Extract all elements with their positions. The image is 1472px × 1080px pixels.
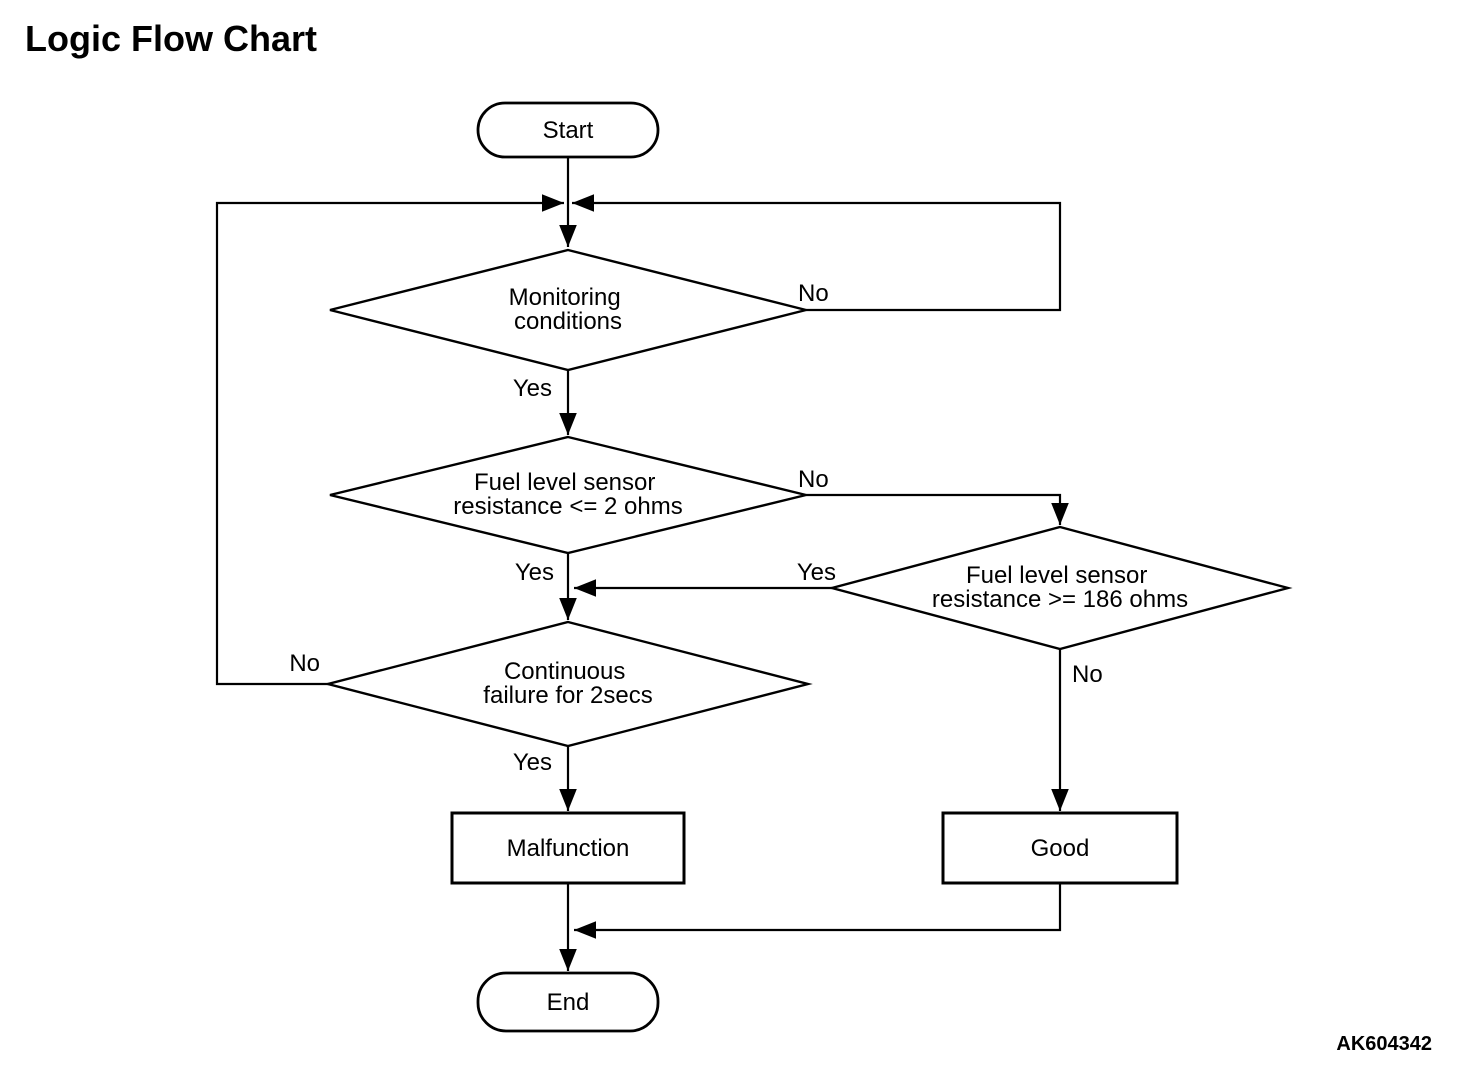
fuel-high-label: Fuel level sensor resistance >= 186 ohms <box>932 562 1188 613</box>
edge-label-fuel-low-yes: Yes <box>515 559 554 586</box>
page-title: Logic Flow Chart <box>25 18 317 59</box>
malfunction-label: Malfunction <box>507 835 630 862</box>
fuel-low-label: Fuel level sensor resistance <= 2 ohms <box>453 469 682 520</box>
good-label: Good <box>1031 835 1090 862</box>
decision-fuel-level-low-resistance: Fuel level sensor resistance <= 2 ohms <box>329 435 807 555</box>
figure-code: AK604342 <box>1336 1033 1432 1055</box>
edge-label-fuel-low-no: No <box>798 466 829 493</box>
process-good: Good <box>941 811 1179 885</box>
malfunction-box-shape <box>450 811 686 885</box>
end-node: End <box>476 971 660 1033</box>
start-node: Start <box>476 101 660 159</box>
edge-label-monitoring-no: No <box>798 280 829 307</box>
monitoring-diamond-shape <box>329 248 807 372</box>
edge-continuous-no-loop <box>215 194 564 686</box>
edge-monitoring-no <box>572 194 1062 312</box>
fuel-high-diamond-shape <box>827 525 1293 651</box>
edge-good-to-end <box>574 883 1062 939</box>
edge-label-continuous-no: No <box>289 650 320 677</box>
end-shape <box>476 971 660 1033</box>
start-label: Start <box>543 117 594 144</box>
decision-monitoring-conditions: Monitoring conditions <box>329 248 807 372</box>
decision-continuous-failure: Continuous failure for 2secs <box>323 620 813 748</box>
good-box-shape <box>941 811 1179 885</box>
end-label: End <box>547 989 590 1016</box>
edge-label-fuel-high-yes: Yes <box>797 559 836 586</box>
continuous-label: Continuous failure for 2secs <box>483 658 652 709</box>
edge-label-monitoring-yes: Yes <box>513 375 552 402</box>
edge-label-continuous-yes: Yes <box>513 749 552 776</box>
decision-fuel-level-high-resistance: Fuel level sensor resistance >= 186 ohms <box>827 525 1293 651</box>
process-malfunction: Malfunction <box>450 811 686 885</box>
monitoring-label: Monitoring conditions <box>509 284 628 335</box>
edge-label-fuel-high-no: No <box>1072 661 1103 688</box>
continuous-diamond-shape <box>323 620 813 748</box>
edge-fuel-low-no <box>806 493 1069 525</box>
start-shape <box>476 101 660 159</box>
fuel-low-diamond-shape <box>329 435 807 555</box>
